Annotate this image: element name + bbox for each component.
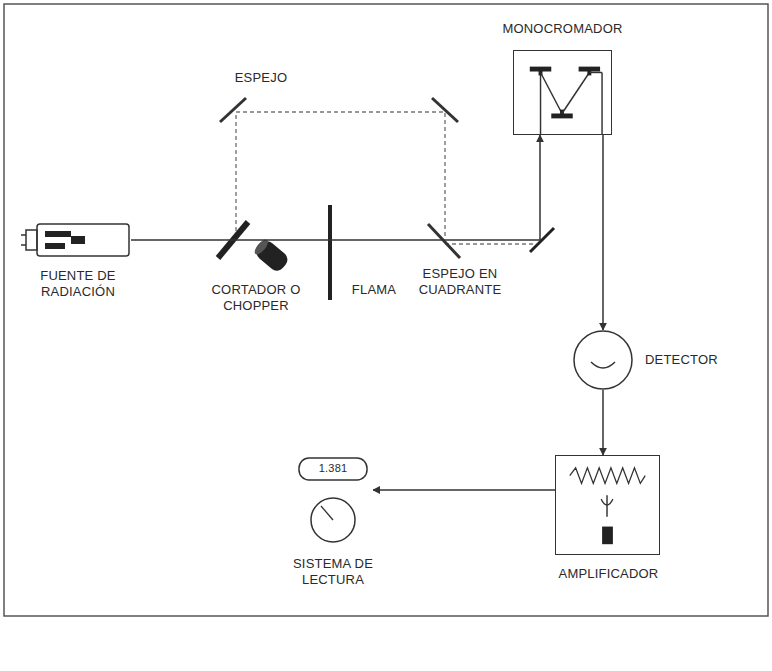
monochromator-box: MONOCROMADOR (513, 50, 612, 135)
flame-burner (328, 205, 332, 300)
flame-label: FLAMA (344, 282, 404, 298)
chopper-motor (252, 237, 291, 274)
node-illustration (514, 51, 611, 134)
amplifier-box: AMPLIFICADOR (555, 455, 660, 555)
outer-frame (4, 4, 768, 616)
radiation-source-lamp: FUENTE DE RADIACIÓN (25, 222, 131, 258)
chopper-label: CORTADOR O CHOPPER (200, 282, 312, 314)
node-illustration (25, 222, 131, 258)
node-illustration (556, 456, 659, 554)
signal-connector (373, 489, 555, 491)
reference-beam (445, 243, 536, 244)
signal-connector (602, 390, 604, 455)
quadrant-mirror (428, 224, 460, 258)
mirror (220, 98, 246, 122)
signal-connector (602, 135, 604, 330)
detector-circle: DETECTOR (573, 330, 633, 390)
node-label: FUENTE DE RADIACIÓN (22, 268, 134, 300)
reference-beam (236, 112, 445, 238)
node-label: AMPLIFICADOR (544, 566, 674, 582)
mirror-label: ESPEJO (226, 70, 296, 86)
node-label: DETECTOR (645, 352, 718, 368)
node-illustration (573, 330, 633, 390)
node-label: MONOCROMADOR (502, 21, 622, 37)
node-label: SISTEMA DE LECTURA (278, 556, 388, 588)
mirror (432, 98, 458, 122)
display-reading: 1.381 (301, 460, 365, 476)
quadrant-mirror-label: ESPEJO EN CUADRANTE (404, 266, 516, 298)
signal-connector (131, 135, 540, 240)
